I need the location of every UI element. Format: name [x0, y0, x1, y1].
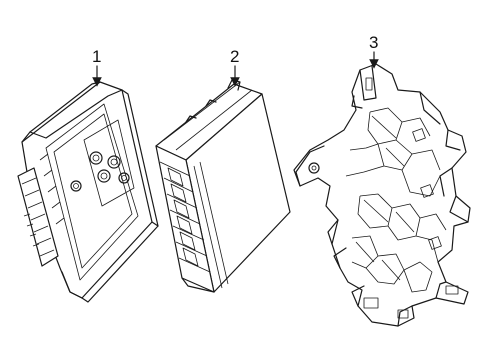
callout-2-label: 2	[230, 47, 239, 66]
part-2-relay-module	[155, 79, 291, 293]
part-3-bracket	[293, 63, 471, 327]
part-1-control-module	[17, 81, 159, 303]
callout-2: 2	[230, 47, 240, 87]
callout-1: 1	[92, 47, 102, 87]
callout-3: 3	[369, 33, 379, 69]
callout-1-label: 1	[92, 47, 101, 66]
callout-3-label: 3	[369, 33, 378, 52]
